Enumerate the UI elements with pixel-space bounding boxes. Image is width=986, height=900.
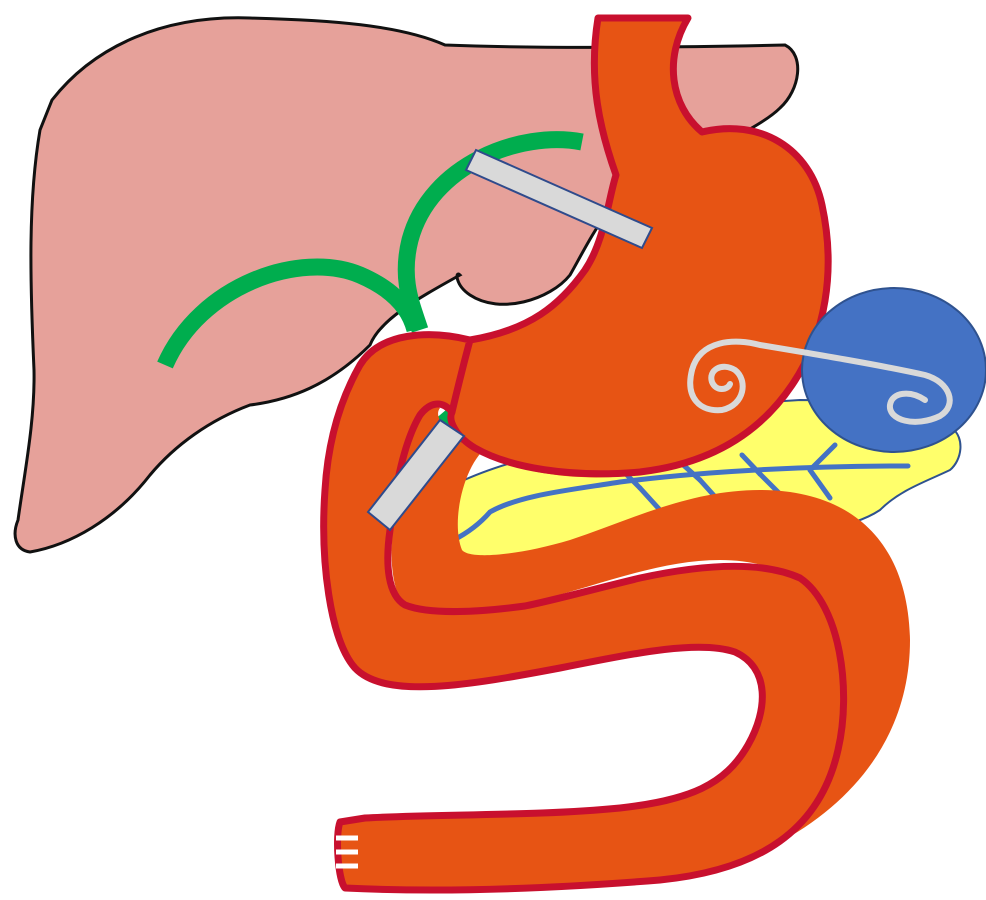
anatomy-diagram (0, 0, 986, 895)
anatomy-svg (0, 0, 986, 895)
